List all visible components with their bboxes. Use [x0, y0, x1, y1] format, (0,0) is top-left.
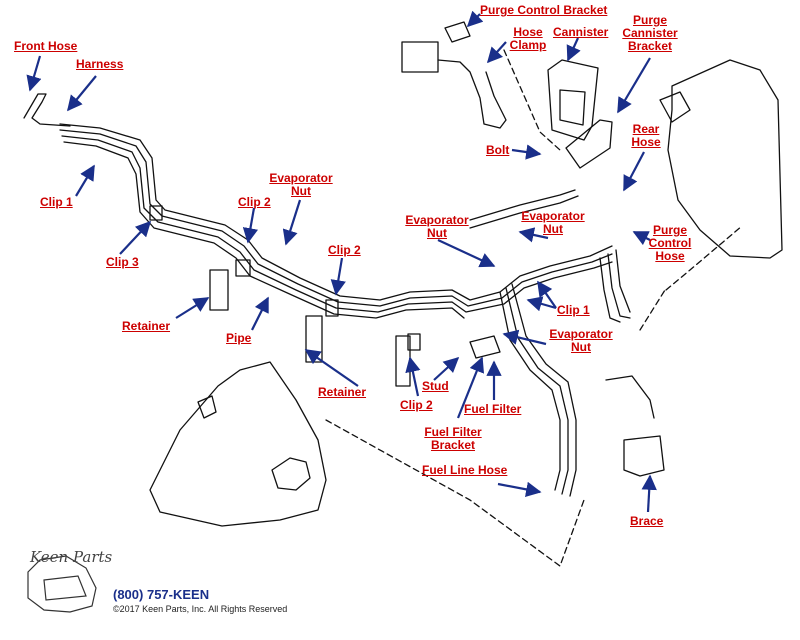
label-evap-nut-a-line1: Evaporator: [269, 171, 333, 185]
label-retainer-a[interactable]: Retainer: [122, 319, 171, 333]
front-hose-part: [23, 93, 71, 127]
label-evap-nut-c-line2: Nut: [427, 226, 447, 240]
label-clip2-b[interactable]: Clip 2: [328, 243, 361, 257]
arrow-retainer-b: [304, 349, 359, 387]
label-purge-cannister-bracket[interactable]: Purge Cannister Bracket: [618, 14, 682, 53]
arrow-hose-clamp: [486, 41, 507, 64]
label-evap-nut-c[interactable]: Evaporator Nut: [402, 214, 472, 240]
copyright-notice: ©2017 Keen Parts, Inc. All Rights Reserv…: [113, 604, 288, 614]
arrow-clip2-a: [242, 207, 258, 244]
arrow-harness: [67, 75, 97, 112]
label-stud[interactable]: Stud: [422, 379, 449, 393]
arrow-purge-control-hose: [632, 231, 651, 246]
rear-tank-part: [667, 59, 783, 259]
label-evap-nut-b[interactable]: Evaporator Nut: [518, 210, 588, 236]
label-rear-hose[interactable]: Rear Hose: [626, 123, 666, 149]
label-rear-hose-line1: Rear: [632, 122, 660, 136]
label-front-hose[interactable]: Front Hose: [14, 39, 78, 53]
arrow-purge-control-bracket: [466, 10, 484, 28]
arrow-evap-nut-d: [502, 329, 547, 346]
arrow-front-hose: [26, 55, 42, 92]
label-pcb-line2: Cannister: [622, 26, 678, 40]
label-harness[interactable]: Harness: [76, 57, 124, 71]
purge-bracket-part: [444, 21, 471, 43]
label-ffb-line2: Bracket: [430, 438, 476, 452]
label-fuel-filter-bracket[interactable]: Fuel Filter Bracket: [418, 426, 488, 452]
purge-valve-part: [401, 41, 439, 73]
label-hose-clamp[interactable]: Hose Clamp: [508, 26, 548, 52]
arrow-clip1-right-b: [537, 280, 557, 309]
label-evap-nut-a[interactable]: Evaporator Nut: [266, 172, 336, 198]
arrow-bolt: [511, 144, 542, 160]
label-evap-nut-a-line2: Nut: [291, 184, 311, 198]
label-clip1-right[interactable]: Clip 1: [557, 303, 590, 317]
label-clip2-a[interactable]: Clip 2: [238, 195, 271, 209]
label-evap-nut-c-line1: Evaporator: [405, 213, 469, 227]
label-evap-nut-d-line2: Nut: [571, 340, 591, 354]
label-evap-nut-d-line1: Evaporator: [549, 327, 613, 341]
label-clip3[interactable]: Clip 3: [106, 255, 139, 269]
label-cannister[interactable]: Cannister: [553, 25, 609, 39]
label-fuel-line-hose[interactable]: Fuel Line Hose: [422, 463, 508, 477]
arrow-purge-cannister-bracket: [617, 57, 651, 114]
fuel-filter-part: [469, 335, 501, 359]
arrow-clip3: [119, 220, 152, 255]
phone-number[interactable]: (800) 757-KEEN: [113, 587, 210, 602]
label-pch-line3: Hose: [655, 249, 685, 263]
logo-text: Keen Parts: [30, 548, 113, 566]
label-evap-nut-b-line2: Nut: [543, 222, 563, 236]
arrow-clip1-left: [75, 164, 95, 197]
label-bolt[interactable]: Bolt: [486, 143, 510, 157]
fuel-line-bundle: [59, 123, 613, 319]
label-brace[interactable]: Brace: [630, 514, 664, 528]
front-tank-part: [149, 361, 327, 527]
label-hose-clamp-line1: Hose: [513, 25, 543, 39]
label-pcb-line1: Purge: [632, 13, 667, 27]
arrow-fuel-line-hose: [497, 481, 542, 497]
pointer-arrows: [26, 10, 657, 513]
arrow-retainer-a: [175, 297, 210, 319]
arrow-pipe: [251, 296, 269, 331]
label-pcb-line3: Bracket: [627, 39, 673, 53]
label-evap-nut-b-line1: Evaporator: [521, 209, 585, 223]
label-rear-hose-line2: Hose: [631, 135, 661, 149]
label-retainer-b[interactable]: Retainer: [318, 385, 367, 399]
arrow-evap-nut-a: [282, 199, 302, 246]
arrow-clip1-right-a: [526, 296, 557, 312]
line-art: [23, 21, 783, 567]
arrow-cannister: [566, 37, 581, 62]
label-evap-nut-d[interactable]: Evaporator Nut: [546, 328, 616, 354]
arrow-evap-nut-b: [518, 227, 549, 243]
label-pch-line2: Control: [648, 236, 692, 250]
arrow-clip2-b: [330, 257, 346, 296]
brace-part: [623, 435, 665, 477]
arrow-clip2-c: [405, 356, 421, 397]
label-ffb-line1: Fuel Filter: [424, 425, 482, 439]
label-pipe[interactable]: Pipe: [226, 331, 252, 345]
label-fuel-filter[interactable]: Fuel Filter: [464, 402, 522, 416]
label-pch-line1: Purge: [652, 223, 687, 237]
arrow-brace: [641, 474, 657, 513]
arrow-fuel-filter-bracket: [456, 356, 485, 419]
label-hose-clamp-line2: Clamp: [509, 38, 547, 52]
arrow-stud: [433, 356, 460, 381]
keen-parts-logo: [27, 555, 97, 613]
label-purge-control-hose[interactable]: Purge Control Hose: [642, 224, 698, 263]
label-purge-control-bracket[interactable]: Purge Control Bracket: [480, 3, 608, 17]
arrow-evap-nut-c: [437, 239, 496, 268]
retainer-part: [209, 269, 229, 311]
label-clip1-left[interactable]: Clip 1: [40, 195, 73, 209]
label-clip2-c[interactable]: Clip 2: [400, 398, 433, 412]
arrow-rear-hose: [623, 151, 645, 192]
cannister-bracket-part: [565, 119, 613, 169]
